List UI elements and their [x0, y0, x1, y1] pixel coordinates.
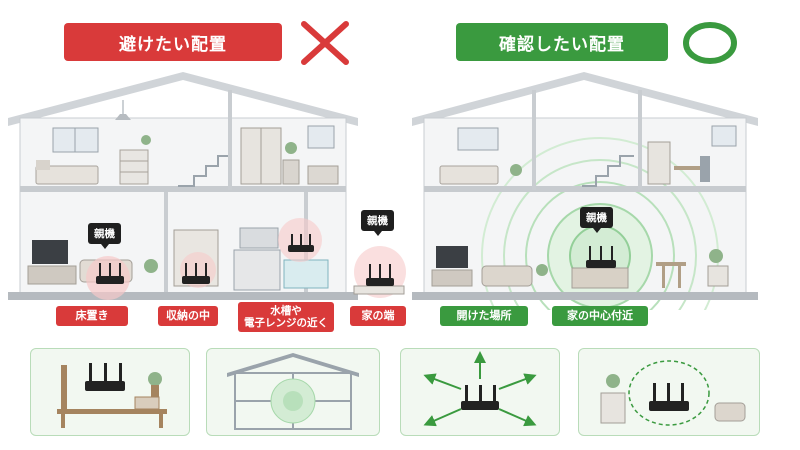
circle-icon [683, 22, 737, 64]
avoid-title-banner: 避けたい配置 [64, 23, 282, 61]
router-icon [85, 363, 125, 391]
router-icon [649, 383, 689, 411]
router-icon [366, 264, 394, 286]
avoid-router-tag-edge: 親機 [361, 210, 394, 236]
panel-shelf [30, 348, 190, 436]
label-house-edge: 家の端 [350, 306, 406, 326]
router-icon [96, 263, 124, 284]
avoid-house-illustration [8, 72, 358, 300]
panel-center-area [578, 348, 760, 436]
avoid-edge-room [353, 246, 406, 298]
label-aquarium-microwave: 水槽や 電子レンジの近く [238, 302, 334, 332]
panel-arrows [400, 348, 560, 436]
label-open-space: 開けた場所 [440, 306, 528, 326]
check-title-banner: 確認したい配置 [456, 23, 668, 61]
router-icon [461, 385, 499, 410]
panel-house-center [206, 348, 380, 436]
arrow-icon [423, 351, 537, 427]
avoid-title: 避けたい配置 [119, 34, 227, 55]
avoid-router-tag: 親機 [88, 223, 121, 249]
router-icon [182, 263, 210, 284]
check-house-illustration [412, 72, 758, 310]
check-title: 確認したい配置 [499, 34, 625, 55]
router-icon [288, 234, 314, 252]
router-icon [586, 246, 616, 268]
label-floor: 床置き [56, 306, 128, 326]
label-house-center: 家の中心付近 [552, 306, 648, 326]
label-storage: 収納の中 [158, 306, 218, 326]
check-router-tag: 親機 [580, 207, 613, 233]
cross-icon [301, 21, 349, 65]
